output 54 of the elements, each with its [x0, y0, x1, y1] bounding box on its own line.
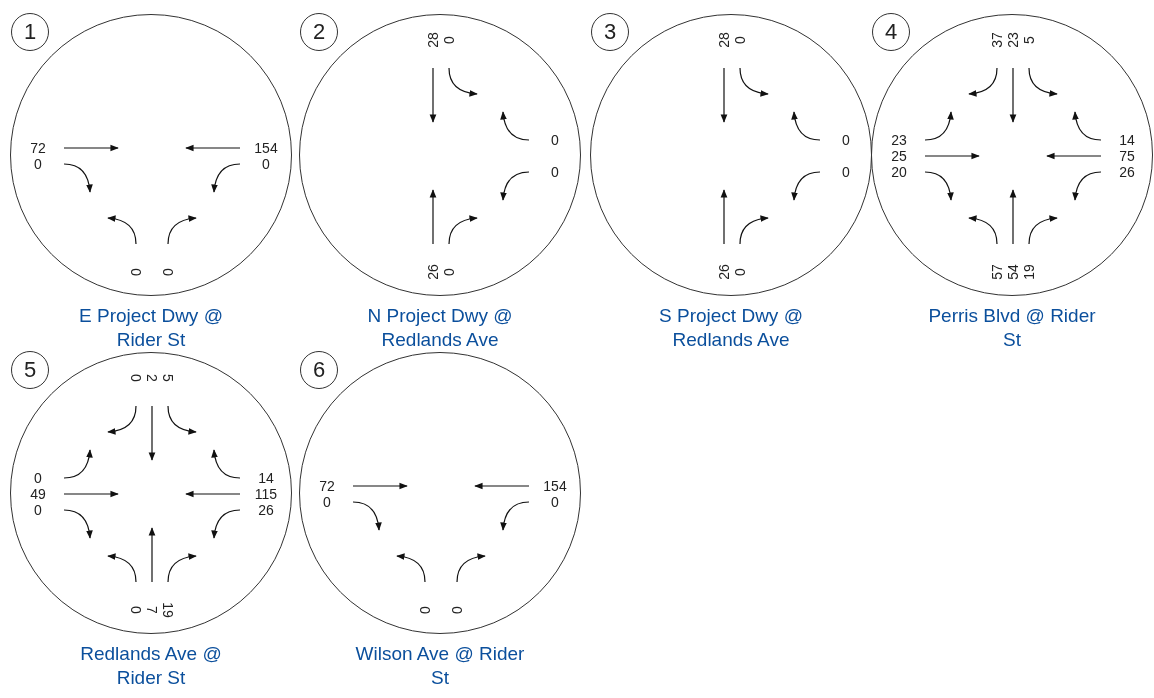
turn-volume: 14 — [258, 471, 274, 485]
turn-volume: 0 — [262, 157, 270, 171]
turn-volume: 26 — [258, 503, 274, 517]
turn-volume: 0 — [733, 36, 747, 44]
turn-volume: 5 — [1022, 36, 1036, 44]
turn-volume: 0 — [450, 606, 464, 614]
turn-volume: 26 — [717, 264, 731, 280]
turn-volume: 49 — [30, 487, 46, 501]
turn-volume: 0 — [842, 165, 850, 179]
turn-volume: 0 — [34, 471, 42, 485]
turn-volume: 20 — [891, 165, 907, 179]
turn-volume: 0 — [323, 495, 331, 509]
turn-volume: 14 — [1119, 133, 1135, 147]
turn-volume: 2 — [145, 374, 159, 382]
turn-volume: 0 — [129, 268, 143, 276]
turn-volume: 154 — [543, 479, 567, 493]
turn-volume: 28 — [717, 32, 731, 48]
turn-volume: 0 — [442, 36, 456, 44]
turn-volume: 0 — [733, 268, 747, 276]
turn-volume: 25 — [891, 149, 907, 163]
intersection-caption: Wilson Ave @ Rider St — [354, 642, 526, 690]
turn-volume: 0 — [551, 495, 559, 509]
turn-volume: 0 — [842, 133, 850, 147]
turn-volume: 0 — [129, 606, 143, 614]
turn-volume: 154 — [254, 141, 278, 155]
turn-volume: 0 — [551, 133, 559, 147]
turn-volume: 115 — [254, 487, 278, 501]
intersection-caption: Redlands Ave @ Rider St — [79, 642, 223, 690]
turn-volume: 0 — [418, 606, 432, 614]
intersection-caption: Perris Blvd @ Rider St — [927, 304, 1097, 352]
turn-volume: 26 — [1119, 165, 1135, 179]
turn-volume: 0 — [442, 268, 456, 276]
turn-volume: 72 — [319, 479, 335, 493]
turn-volume: 0 — [129, 374, 143, 382]
turn-volume: 7 — [145, 606, 159, 614]
turn-volume: 28 — [426, 32, 440, 48]
turn-volume: 72 — [30, 141, 46, 155]
intersection-caption: E Project Dwy @ Rider St — [78, 304, 224, 352]
turn-volume: 57 — [990, 264, 1004, 280]
turn-volume: 0 — [34, 157, 42, 171]
turn-volume: 26 — [426, 264, 440, 280]
turn-volume: 75 — [1119, 149, 1135, 163]
turn-volume: 0 — [34, 503, 42, 517]
turn-volume: 19 — [161, 602, 175, 618]
turn-volume: 5 — [161, 374, 175, 382]
intersection-caption: S Project Dwy @ Redlands Ave — [658, 304, 804, 352]
turn-volume: 54 — [1006, 264, 1020, 280]
turn-volume: 37 — [990, 32, 1004, 48]
turn-volume: 0 — [551, 165, 559, 179]
turn-volume: 23 — [891, 133, 907, 147]
turn-volume: 23 — [1006, 32, 1020, 48]
turn-volume: 0 — [161, 268, 175, 276]
intersection-caption: N Project Dwy @ Redlands Ave — [366, 304, 514, 352]
turn-volume: 19 — [1022, 264, 1036, 280]
